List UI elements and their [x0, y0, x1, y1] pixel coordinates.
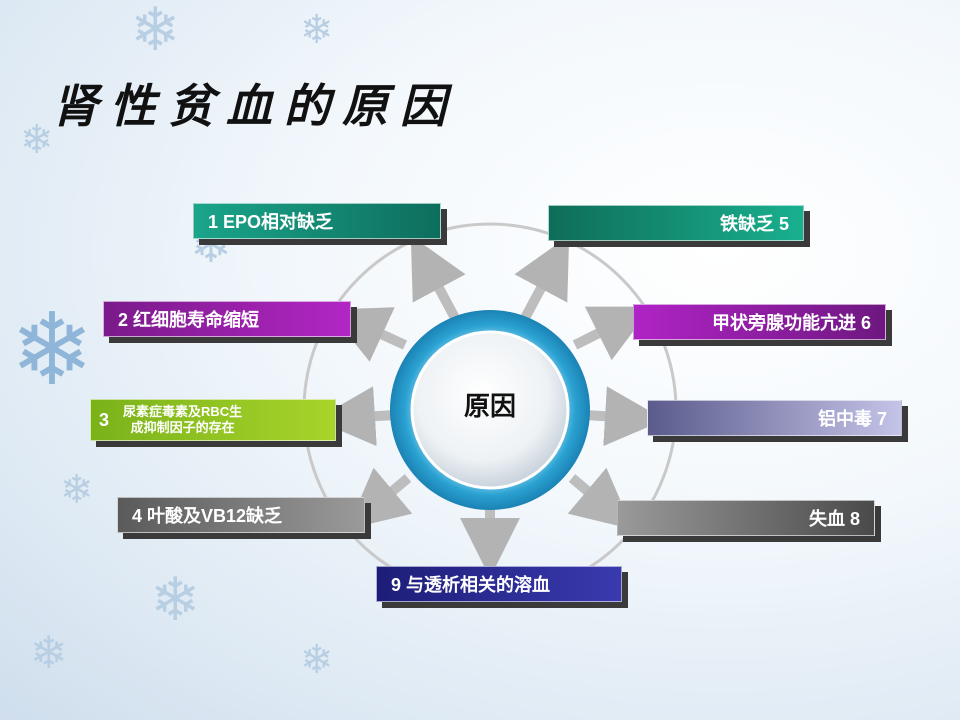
cause-label-3-line1: 尿素症毒素及RBC生 [123, 404, 243, 419]
center-label: 原因 [463, 391, 516, 421]
snowflake-icon: ❄ [300, 637, 334, 683]
cause-box-4: 4 叶酸及VB12缺乏 [117, 497, 365, 533]
cause-box-8: 失血 8 [617, 500, 875, 536]
snowflake-icon: ❄ [10, 291, 94, 408]
snowflake-icon: ❄ [20, 117, 54, 163]
cause-label-7: 铝中毒 7 [817, 409, 887, 429]
cause-label-3: 尿素症毒素及RBC生 成抑制因子的存在 [123, 404, 242, 436]
snowflake-icon: ❄ [30, 626, 68, 679]
cause-box-5: 铁缺乏 5 [548, 205, 804, 241]
center-disc [410, 330, 570, 490]
cause-label-9: 9 与透析相关的溶血 [391, 575, 551, 595]
cause-label-3-line2: 成抑制因子的存在 [130, 420, 235, 435]
cause-label-2: 2 红细胞寿命缩短 [118, 310, 260, 330]
cause-label-1: 1 EPO相对缺乏 [208, 212, 334, 232]
cause-box-1: 1 EPO相对缺乏 [193, 203, 441, 239]
snowflake-icon: ❄ [60, 467, 94, 513]
slide-title: 肾性贫血的原因 [52, 79, 458, 133]
snowflake-icon: ❄ [150, 565, 201, 635]
snowflake-icon: ❄ [130, 0, 181, 65]
cause-box-6: 甲状旁腺功能亢进 6 [633, 304, 886, 340]
cause-label-4: 4 叶酸及VB12缺乏 [132, 506, 283, 526]
cause-label-8: 失血 8 [808, 509, 860, 529]
arrows [315, 235, 665, 578]
cause-number-3: 3 [99, 409, 110, 430]
snowflake-icon: ❄ [300, 7, 334, 53]
cause-box-2: 2 红细胞寿命缩短 [103, 301, 351, 337]
cause-box-3: 3 尿素症毒素及RBC生 成抑制因子的存在 [90, 399, 336, 441]
cause-label-5: 铁缺乏 5 [719, 214, 789, 234]
cause-label-6: 甲状旁腺功能亢进 6 [711, 313, 871, 333]
cause-box-9: 9 与透析相关的溶血 [376, 566, 622, 602]
cause-box-7: 铝中毒 7 [647, 400, 902, 436]
